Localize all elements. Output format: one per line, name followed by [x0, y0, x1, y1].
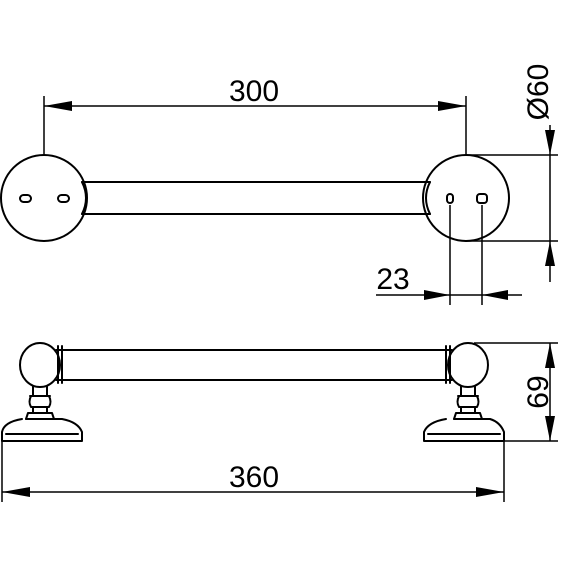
- top-bar-ends: [81, 181, 431, 215]
- dim-label-diameter: Ø60: [522, 64, 555, 121]
- left-neck: [25, 385, 55, 420]
- arrow-diameter-bottom: [545, 241, 555, 266]
- right-ball: [447, 342, 489, 388]
- front-bar: [55, 349, 453, 381]
- dimension-diameter: Ø60: [466, 64, 558, 282]
- front-view: [1, 342, 505, 442]
- arrow-360-right: [476, 487, 504, 497]
- dimension-23: 23: [376, 205, 522, 305]
- dimension-300: 300: [43, 75, 467, 156]
- arrow-23-left: [424, 290, 450, 300]
- arrow-diameter-top: [545, 130, 555, 155]
- arrow-23-right: [482, 290, 508, 300]
- right-mount-disc: [422, 154, 510, 242]
- left-mount-disc: [0, 154, 88, 242]
- front-bar-ends: [57, 345, 451, 384]
- right-screw-hole-1: [446, 193, 454, 204]
- left-ball: [19, 342, 61, 388]
- arrow-left: [44, 101, 72, 111]
- top-view: [0, 154, 510, 242]
- left-screw-hole-1: [19, 194, 32, 203]
- right-neck: [453, 385, 483, 420]
- right-screw-hole-2: [476, 193, 488, 204]
- top-bar: [81, 181, 431, 215]
- left-base: [1, 418, 83, 442]
- right-base: [423, 418, 505, 442]
- left-screw-hole-2: [57, 194, 70, 203]
- arrow-69-top: [545, 343, 555, 368]
- dim-label-360: 360: [229, 461, 279, 494]
- dimension-69: 69: [474, 342, 558, 442]
- arrow-right: [438, 101, 466, 111]
- dim-label-69: 69: [522, 375, 555, 408]
- arrow-360-left: [2, 487, 30, 497]
- dim-label-23: 23: [376, 263, 409, 296]
- dim-label-300: 300: [229, 75, 279, 108]
- dimension-360: 360: [1, 441, 505, 502]
- arrow-69-bottom: [545, 416, 555, 441]
